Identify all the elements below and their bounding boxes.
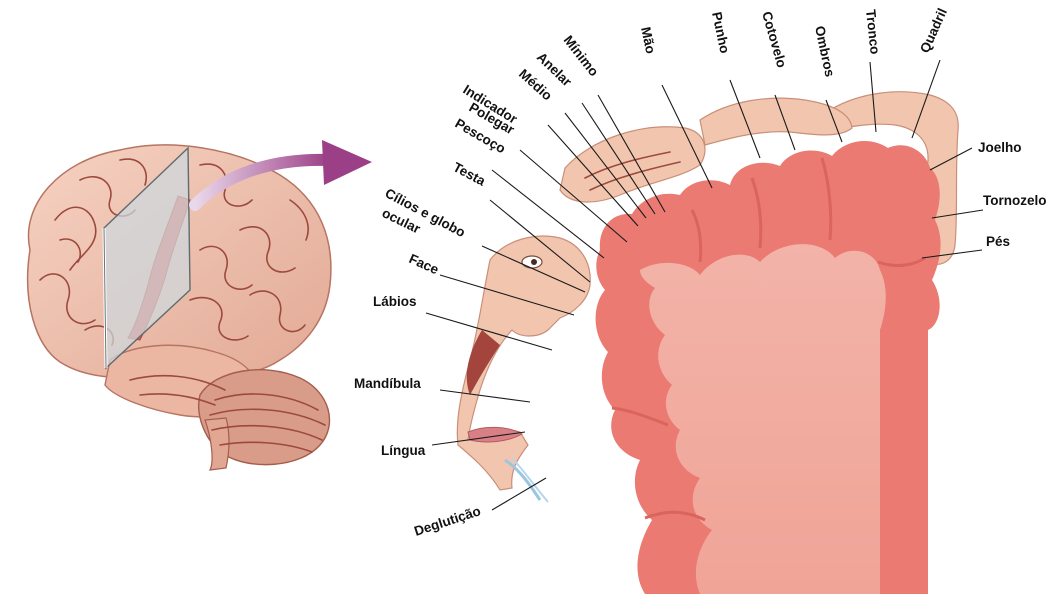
label-cotovelo: Cotovelo xyxy=(759,10,789,70)
label-tronco: Tronco xyxy=(863,9,883,55)
label-labios: Lábios xyxy=(373,294,417,309)
label-ombros: Ombros xyxy=(812,25,837,79)
homunculus-illustration xyxy=(457,92,958,594)
label-mao: Mão xyxy=(638,26,658,56)
label-punho: Punho xyxy=(709,11,732,55)
label-face: Face xyxy=(407,251,442,277)
label-degluticao: Deglutição xyxy=(412,503,482,539)
homunculus-arm xyxy=(700,98,852,145)
label-quadril: Quadril xyxy=(917,6,950,55)
label-tornozelo: Tornozelo xyxy=(983,193,1047,208)
homunculus-hand xyxy=(560,127,705,202)
label-pes: Pés xyxy=(986,234,1010,249)
label-mandibula: Mandíbula xyxy=(354,376,421,391)
brain-illustration xyxy=(28,145,331,470)
label-testa: Testa xyxy=(451,159,489,189)
label-lingua: Língua xyxy=(381,443,426,458)
label-joelho: Joelho xyxy=(978,140,1022,155)
